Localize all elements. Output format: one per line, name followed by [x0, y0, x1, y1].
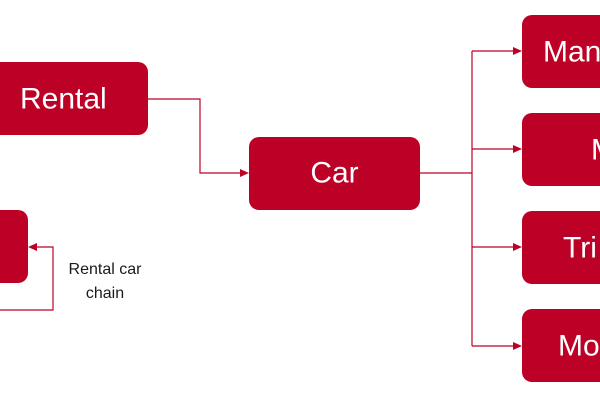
- annotation-line-1: Rental car: [69, 261, 143, 278]
- arrowhead-car: [240, 169, 249, 177]
- branch-node-2: M: [522, 113, 600, 186]
- arrowhead-branch-1: [513, 47, 522, 55]
- branch-node-4: Mo: [522, 309, 600, 382]
- car-node-box: [249, 137, 420, 210]
- connector-self-loop: [0, 246, 54, 311]
- car-node-label: Car: [310, 157, 358, 190]
- branch-node-1: Man: [522, 15, 600, 88]
- annotation-line-2: chain: [86, 285, 124, 302]
- branch-node-1-box: [522, 15, 600, 88]
- branch-node-4-label: Mo: [558, 330, 600, 363]
- arrowhead-self-loop: [28, 243, 37, 251]
- left-cropped-node-box: [0, 210, 28, 283]
- branch-node-2-box: [522, 113, 600, 186]
- branch-node-3-label: Tri: [563, 232, 597, 265]
- branch-node-3-box: [522, 211, 600, 284]
- rental-node: Rental: [0, 62, 148, 135]
- rental-node-box: [0, 62, 148, 135]
- car-node: Car: [249, 137, 420, 210]
- arrowhead-branch-4: [513, 342, 522, 350]
- arrowhead-branch-3: [513, 243, 522, 251]
- arrowhead-branch-2: [513, 145, 522, 153]
- branch-node-4-box: [522, 309, 600, 382]
- left-cropped-node: [0, 210, 28, 283]
- rental-node-label: Rental: [20, 83, 107, 116]
- branch-node-1-label: Man: [543, 36, 600, 69]
- branch-node-3: Tri: [522, 211, 600, 284]
- branch-node-2-label: M: [591, 134, 600, 167]
- connector-rental-to-car: [148, 98, 241, 174]
